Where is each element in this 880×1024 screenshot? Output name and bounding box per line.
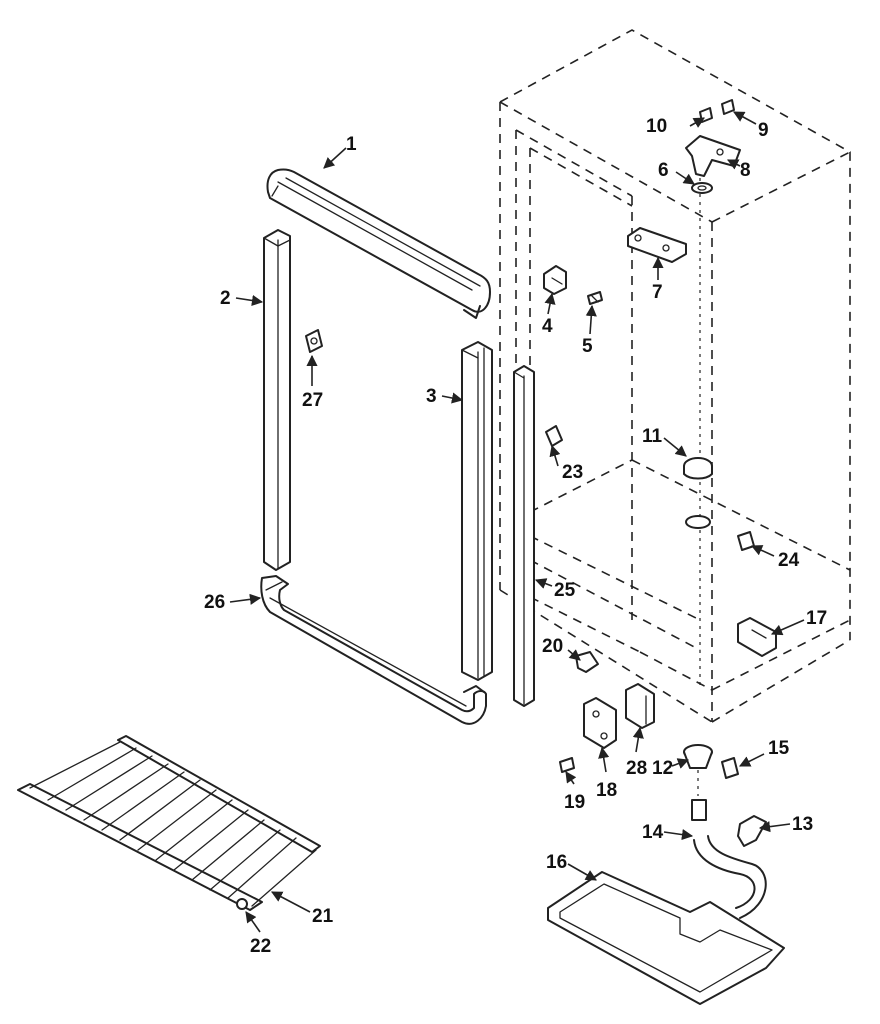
callout-labels: 1 2 3 4 5 6 7 8 9 10 11 12 13 14 15 16 1… xyxy=(204,116,827,957)
callout-2: 2 xyxy=(220,288,231,309)
part-19-screw xyxy=(559,757,575,773)
callout-5: 5 xyxy=(582,336,593,357)
part-24-fastener xyxy=(737,531,755,551)
part-20-hinge-pin xyxy=(575,651,599,673)
callout-14: 14 xyxy=(642,822,664,843)
callout-26: 26 xyxy=(204,592,225,613)
callout-1: 1 xyxy=(346,134,357,155)
part-8-top-hinge xyxy=(685,135,741,177)
part-6-washer xyxy=(691,182,713,194)
part-7-hinge-plate xyxy=(627,227,687,263)
part-22-shelf-stop xyxy=(236,898,248,910)
callout-19: 19 xyxy=(564,792,585,813)
part-9-screw xyxy=(721,99,735,115)
callout-10: 10 xyxy=(646,116,667,137)
callout-17: 17 xyxy=(806,608,827,629)
part-25-vertical-strip xyxy=(513,365,535,707)
callout-24: 24 xyxy=(778,550,800,571)
callout-22: 22 xyxy=(250,936,271,957)
part-15-screw xyxy=(721,757,739,779)
callout-18: 18 xyxy=(596,780,617,801)
callout-27: 27 xyxy=(302,390,323,411)
callout-15: 15 xyxy=(768,738,790,759)
part-12-drain-funnel xyxy=(683,744,713,796)
part-5-screw xyxy=(587,291,603,305)
callout-7: 7 xyxy=(652,282,663,303)
callout-4: 4 xyxy=(542,316,553,337)
callout-20: 20 xyxy=(542,636,563,657)
part-26-bottom-breaker-strip xyxy=(260,575,487,725)
drain-hole xyxy=(685,515,711,529)
leader-lines xyxy=(229,111,805,933)
part-14-drain-tube xyxy=(691,799,767,919)
part-17-bracket xyxy=(737,617,777,657)
callout-12: 12 xyxy=(652,758,673,779)
part-18-lower-hinge xyxy=(583,697,617,749)
callout-21: 21 xyxy=(312,906,334,927)
part-16-drain-pan xyxy=(547,871,785,1005)
part-4-bracket xyxy=(543,265,567,295)
callout-16: 16 xyxy=(546,852,567,873)
callout-28: 28 xyxy=(626,758,647,779)
part-23-fastener xyxy=(545,425,563,447)
part-1-top-breaker-strip xyxy=(266,168,491,319)
callout-6: 6 xyxy=(658,160,669,181)
part-28-bracket xyxy=(625,683,655,729)
part-13-clip xyxy=(737,815,767,847)
part-3-right-breaker-strip xyxy=(461,341,493,681)
part-21-wire-shelf xyxy=(17,735,321,911)
callout-3: 3 xyxy=(426,386,437,407)
part-2-left-breaker-strip xyxy=(263,229,291,571)
callout-8: 8 xyxy=(740,160,751,181)
callout-23: 23 xyxy=(562,462,583,483)
callout-13: 13 xyxy=(792,814,813,835)
part-27-clip xyxy=(305,329,323,353)
callout-25: 25 xyxy=(554,580,576,601)
callout-11: 11 xyxy=(642,426,663,447)
part-11-drain-plug xyxy=(683,457,713,480)
callout-9: 9 xyxy=(758,120,769,141)
cabinet-outline xyxy=(499,29,851,723)
